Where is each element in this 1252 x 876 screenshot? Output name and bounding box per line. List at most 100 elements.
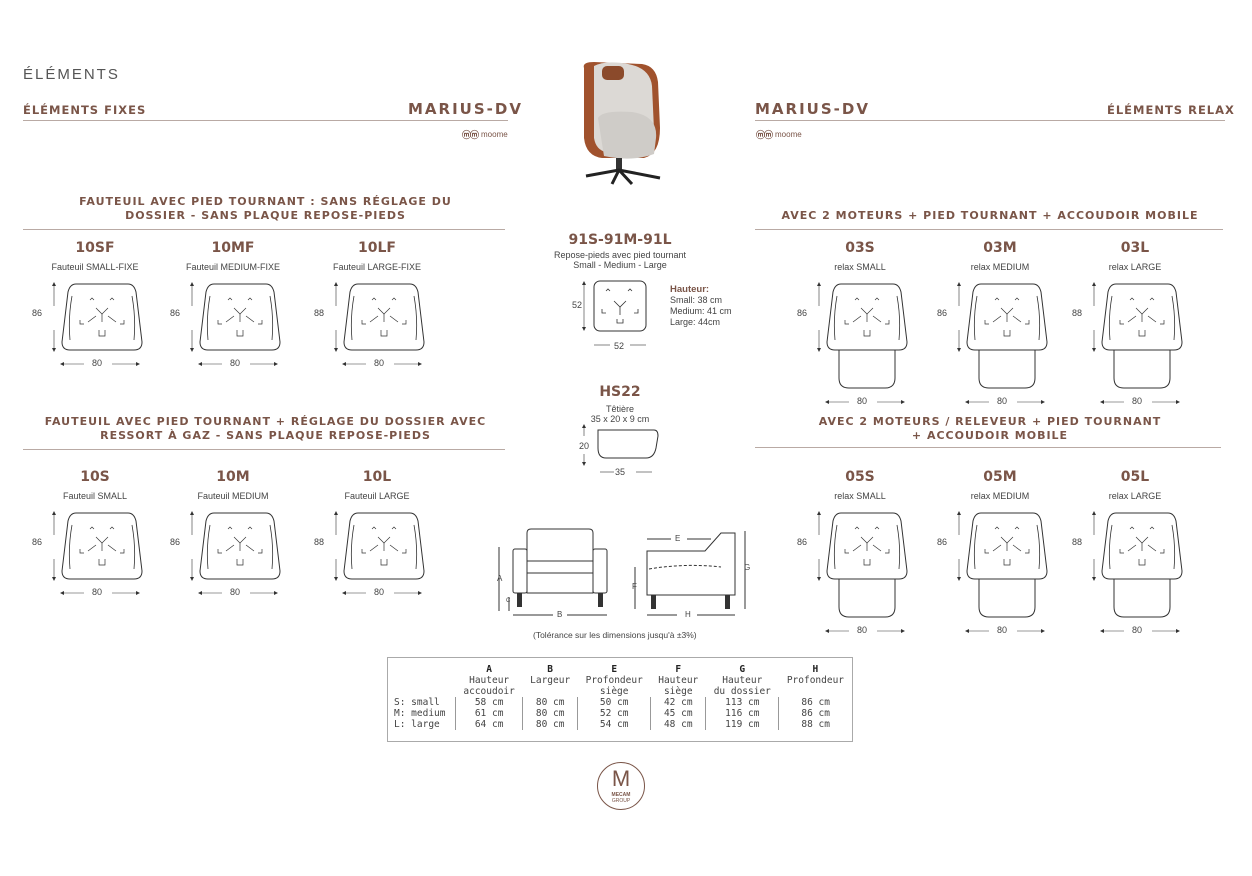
chair-code: 03M [983,240,1017,256]
mecam-group-logo: M MECAM GROUP [597,762,645,810]
chair-label: relax LARGE [1108,262,1162,272]
chair-height: 86 [797,308,808,318]
chair-width: 80 [1132,396,1143,406]
letter-f: F [632,582,637,591]
chair-label: Fauteuil MEDIUM-FIXE [185,262,281,272]
headrest-label: Têtière 35 x 20 x 9 cm [590,404,650,424]
table-header-label: Largeur [530,675,571,686]
chair-drawing [190,511,281,595]
chair-label: relax SMALL [834,262,886,272]
chair-item-03l: 03L relax LARGE 88 80 [1070,240,1200,430]
chair-height: 86 [797,537,808,547]
footrest-width: 52 [614,341,625,351]
chair-width: 80 [230,358,241,368]
letter-e: E [675,534,681,543]
chair-item-10lf: 10LF Fauteuil LARGE-FIXE 88 80 [312,240,442,386]
footrest-drawing [582,280,647,346]
headrest-height: 20 [579,441,590,451]
chair-height: 88 [1072,308,1083,318]
chair-code: 03L [1120,240,1150,256]
relax-chair-drawing [1092,511,1183,633]
group-title-fixed-1: FAUTEUIL AVEC PIED TOURNANT : SANS RÉGLA… [79,195,452,222]
chair-label: Fauteuil LARGE [344,491,410,501]
armchair-photo [583,62,661,186]
brand-right: MARIUS-DV [755,100,870,118]
chair-width: 80 [374,587,385,597]
header-rule-right [755,120,1225,121]
chair-width: 80 [1132,625,1143,635]
chair-width: 80 [857,625,868,635]
chair-code: 10S [80,469,110,485]
chair-code: 10L [362,469,392,485]
footrest-label: Repose-pieds avec pied tournant Small - … [553,250,687,270]
headrest-drawing [582,424,659,473]
letter-c: C [506,598,511,604]
table-header-label: Profondeur [786,675,845,686]
chair-width: 80 [374,358,385,368]
chair-height: 86 [937,308,948,318]
chair-item-05m: 05M relax MEDIUM 86 80 [935,469,1065,659]
headrest-width: 35 [615,467,626,477]
chair-height: 88 [314,308,325,318]
chair-label: Fauteuil LARGE-FIXE [332,262,422,272]
headrest-code: HS22 [599,384,641,400]
moome-logo-icon: ⓜⓜ [756,130,773,140]
footrest-height: 52 [572,300,583,310]
group-rule-fixed-2 [23,449,505,450]
page-heading: ÉLÉMENTS [23,66,120,83]
chair-code: 05L [1120,469,1150,485]
chair-item-10mf: 10MF Fauteuil MEDIUM-FIXE 86 80 [168,240,298,386]
table-header-letters: A B E F G H [486,664,819,675]
chair-drawing [334,282,425,366]
chair-width: 80 [997,396,1008,406]
chair-code: 10MF [211,240,255,256]
chair-drawing [190,282,281,366]
left-section-title: ÉLÉMENTS FIXES [23,103,147,117]
chair-code: 10SF [75,240,115,256]
chair-height: 88 [314,537,325,547]
right-section-title: ÉLÉMENTS RELAX [1107,103,1235,117]
chair-label: relax MEDIUM [970,491,1030,501]
group-rule-fixed-1 [23,229,505,230]
chair-height: 86 [937,537,948,547]
chair-width: 80 [997,625,1008,635]
relax-chair-drawing [957,282,1048,404]
chair-code: 10LF [358,240,396,256]
chair-height: 86 [170,308,181,318]
tolerance-note: (Tolérance sur les dimensions jusqu'à ±3… [533,630,697,640]
relax-chair-drawing [1092,282,1183,404]
chair-width: 80 [92,358,103,368]
letter-b: B [557,610,563,619]
chair-height: 86 [32,308,43,318]
letter-g: G [744,563,751,572]
group-rule-relax-1 [755,229,1223,230]
relax-chair-drawing [817,511,908,633]
chair-code: 10M [216,469,250,485]
chair-width: 80 [92,587,103,597]
chair-code: 03S [845,240,875,256]
chair-drawing [52,282,143,366]
chair-label: Fauteuil SMALL [62,491,128,501]
chair-code: 05S [845,469,875,485]
dimension-diagrams [498,528,746,616]
group-title-relax-1: AVEC 2 MOTEURS + PIED TOURNANT + ACCOUDO… [781,209,1199,222]
chair-label: relax MEDIUM [970,262,1030,272]
footrest-code: 91S-91M-91L [568,232,672,248]
chair-drawing [52,511,143,595]
chair-code: 05M [983,469,1017,485]
group-rule-relax-2 [755,447,1221,448]
chair-label: Fauteuil MEDIUM [197,491,269,501]
